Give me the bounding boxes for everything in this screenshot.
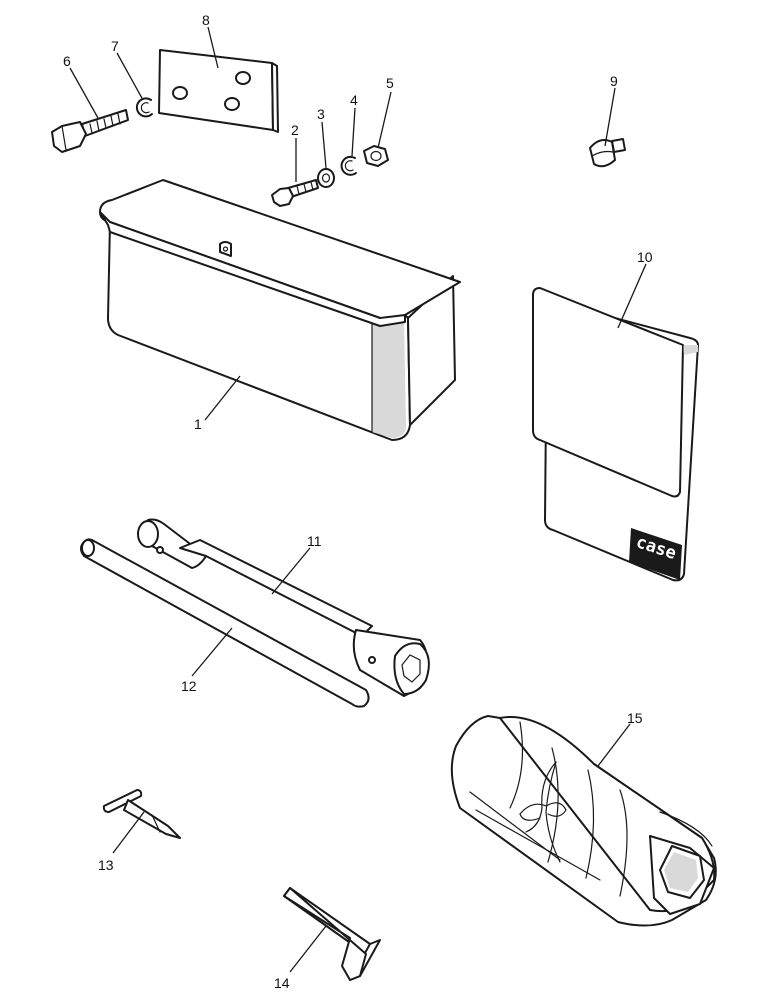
part-2-small-bolt <box>271 179 319 207</box>
callout-13: 13 <box>98 857 114 873</box>
callout-14: 14 <box>274 975 290 991</box>
part-7-lock-washer <box>135 97 153 118</box>
callout-11: 11 <box>307 533 322 549</box>
callout-10: 10 <box>637 249 653 265</box>
callout-8: 8 <box>202 12 210 28</box>
part-9-plug <box>589 138 626 168</box>
case-logo <box>629 528 682 580</box>
callout-5: 5 <box>386 75 394 91</box>
part-1-tool-box <box>99 179 461 441</box>
part-6-long-bolt <box>51 109 129 153</box>
part-12-rod <box>80 538 370 708</box>
part-13-t-key <box>102 789 181 839</box>
callout-9: 9 <box>610 73 618 89</box>
callout-3: 3 <box>317 106 325 122</box>
callout-4: 4 <box>350 92 358 108</box>
part-14-hex-key <box>283 887 381 981</box>
part-4-lock-washer <box>340 155 357 176</box>
part-5-nut <box>363 145 389 167</box>
callout-7: 7 <box>111 38 119 54</box>
callout-12: 12 <box>181 678 197 694</box>
callout-6: 6 <box>63 53 71 69</box>
part-15-tool-roll <box>450 715 717 927</box>
part-10-manual: case <box>532 287 699 582</box>
callout-15: 15 <box>627 710 643 726</box>
callout-1: 1 <box>194 416 202 432</box>
callout-2: 2 <box>291 122 299 138</box>
part-3-flat-washer <box>317 168 335 188</box>
leader-lines <box>69 26 647 973</box>
part-8-plate <box>158 49 279 133</box>
part-11-box-wrench <box>137 518 430 697</box>
